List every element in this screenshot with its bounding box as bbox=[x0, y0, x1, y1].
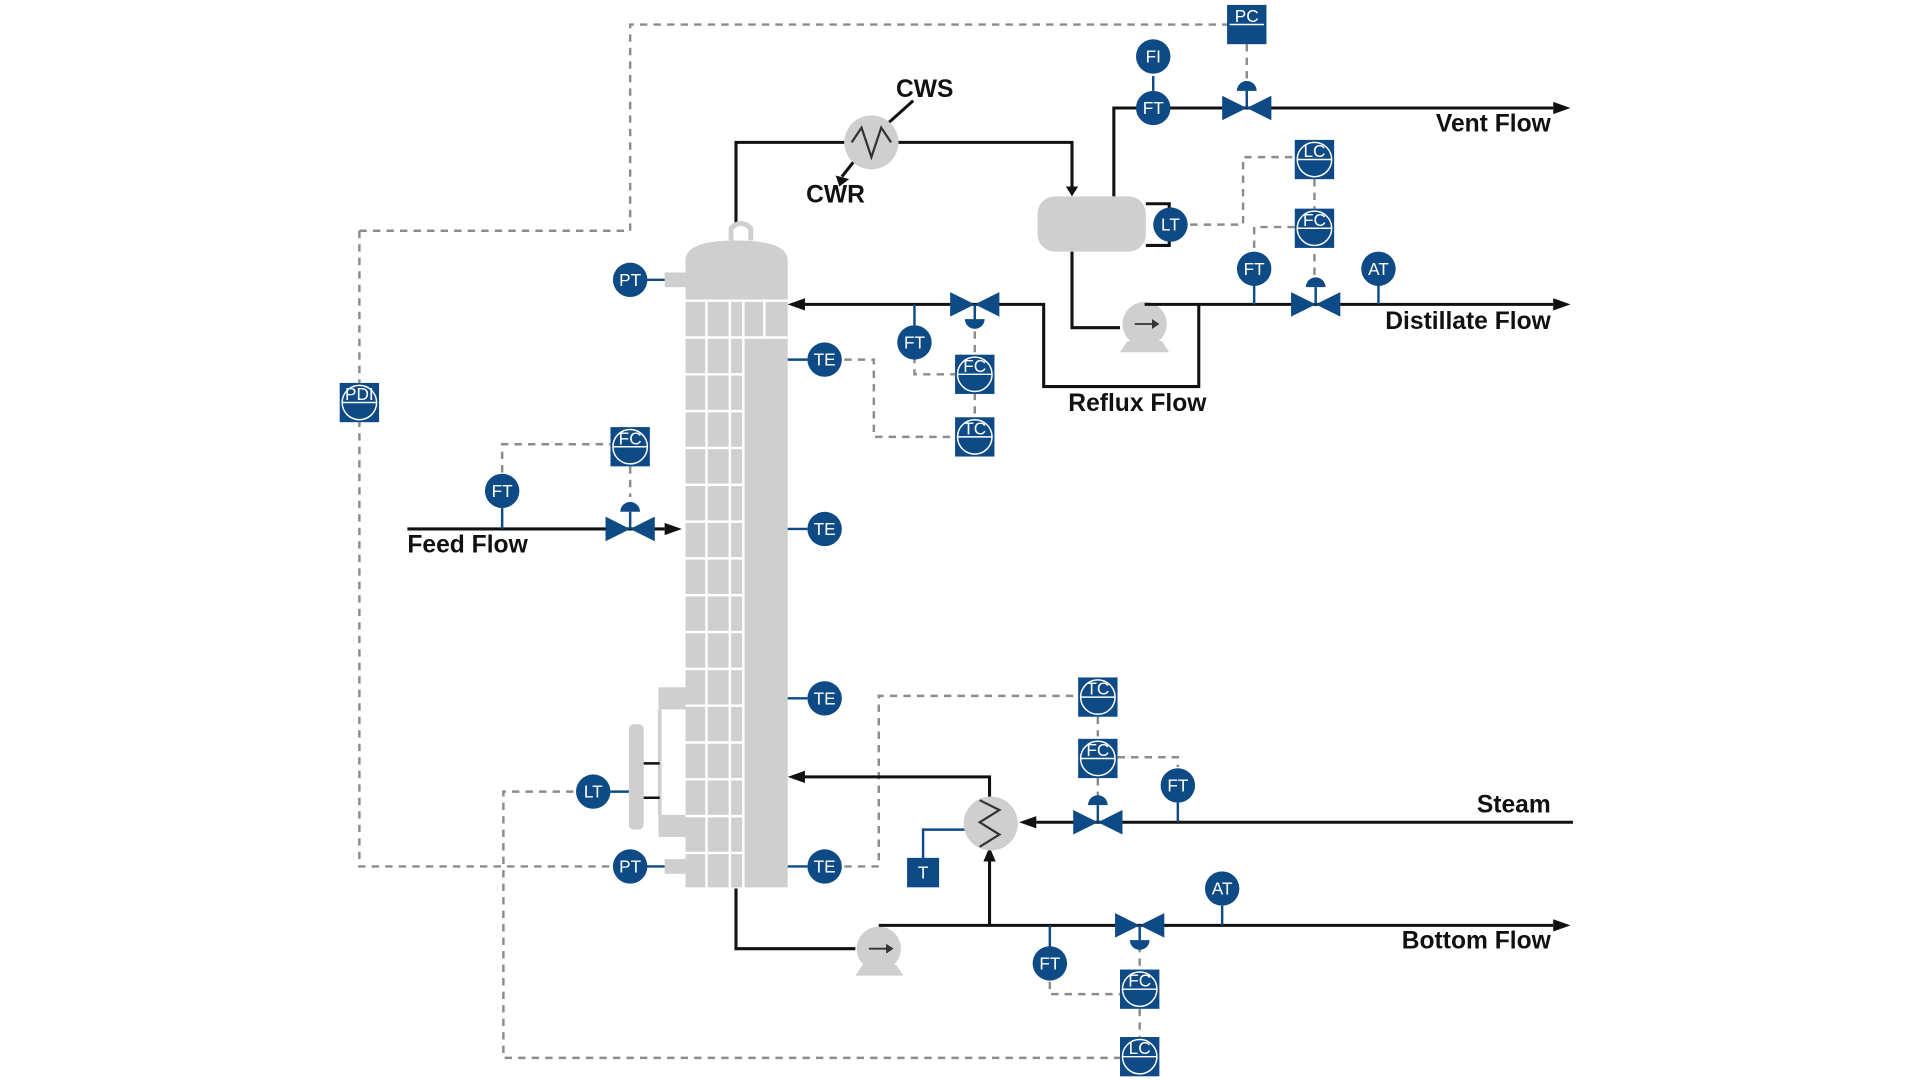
steam-label: Steam bbox=[1477, 791, 1551, 818]
pt-bottom-tag: PT bbox=[619, 857, 641, 877]
vent-flow-label: Vent Flow bbox=[1436, 110, 1552, 137]
control-valves bbox=[605, 81, 1341, 950]
lc-drum-tag: LC bbox=[1303, 141, 1325, 161]
feed-flow-label: Feed Flow bbox=[407, 531, 528, 558]
te-4-tag: TE bbox=[814, 857, 836, 877]
level-gauge bbox=[628, 687, 686, 837]
reflux-control-valve bbox=[950, 292, 1000, 329]
instruments: PC FI FT LC FC LT bbox=[339, 4, 1396, 1077]
tc-top-tag: TC bbox=[963, 418, 986, 438]
lc-bottom-controller[interactable]: LC bbox=[1120, 1037, 1160, 1077]
te-1-tag: TE bbox=[814, 350, 836, 370]
lt-bottom-transmitter[interactable]: LT bbox=[576, 774, 611, 809]
te-element-2[interactable]: TE bbox=[807, 511, 842, 547]
tc-bottom-tag: TC bbox=[1086, 679, 1109, 699]
reflux-drum bbox=[1037, 196, 1171, 252]
te-element-3[interactable]: TE bbox=[807, 681, 842, 716]
tc-top-controller[interactable]: TC bbox=[955, 417, 995, 457]
fc-reflux-controller[interactable]: FC bbox=[955, 354, 995, 394]
tc-bottom-controller[interactable]: TC bbox=[1078, 677, 1118, 717]
te-element-4[interactable]: TE bbox=[807, 849, 842, 884]
ft-bottom-transmitter[interactable]: FT bbox=[1032, 946, 1068, 981]
fc-steam-tag: FC bbox=[1086, 740, 1109, 760]
feed-control-valve bbox=[605, 501, 655, 542]
fc-distillate-controller[interactable]: FC bbox=[1294, 208, 1335, 248]
te-element-1[interactable]: TE bbox=[807, 342, 842, 377]
pc-controller[interactable]: PC bbox=[1227, 4, 1267, 45]
te-3-tag: TE bbox=[814, 688, 836, 708]
stream-labels: Vent Flow Distillate Flow Reflux Flow Fe… bbox=[407, 76, 1551, 955]
fi-indicator[interactable]: FI bbox=[1136, 39, 1171, 74]
at-distillate-analyzer[interactable]: AT bbox=[1361, 251, 1396, 286]
reboiler bbox=[963, 796, 1018, 851]
distillation-column bbox=[664, 220, 788, 888]
steam-control-valve bbox=[1073, 795, 1123, 835]
lc-bottom-tag: LC bbox=[1129, 1038, 1151, 1058]
column-trays bbox=[685, 299, 788, 888]
ft-steam-transmitter[interactable]: FT bbox=[1160, 768, 1196, 803]
fc-feed-controller[interactable]: FC bbox=[610, 427, 650, 467]
reflux-flow-label: Reflux Flow bbox=[1068, 390, 1207, 417]
fi-tag: FI bbox=[1146, 47, 1161, 67]
pt-top-tag: PT bbox=[619, 270, 641, 290]
pdi-indicator[interactable]: PDI bbox=[339, 382, 380, 423]
fc-steam-controller[interactable]: FC bbox=[1078, 738, 1118, 779]
bottom-flow-label: Bottom Flow bbox=[1402, 928, 1552, 955]
steam-trap[interactable]: T bbox=[907, 857, 940, 888]
distillate-flow-label: Distillate Flow bbox=[1385, 308, 1551, 335]
signal-lines bbox=[358, 23, 1316, 1060]
cws-label: CWS bbox=[896, 76, 953, 103]
pt-top-transmitter[interactable]: PT bbox=[612, 262, 648, 297]
lc-drum-controller[interactable]: LC bbox=[1294, 139, 1335, 180]
condenser bbox=[844, 115, 899, 170]
ft-vent-transmitter[interactable]: FT bbox=[1136, 90, 1171, 126]
cwr-label: CWR bbox=[806, 182, 865, 209]
ft-feed-transmitter[interactable]: FT bbox=[484, 473, 520, 509]
pc-tag: PC bbox=[1235, 6, 1259, 26]
ft-steam-tag: FT bbox=[1167, 776, 1189, 796]
at-bottom-tag: AT bbox=[1212, 879, 1233, 899]
lt-drum-transmitter[interactable]: LT bbox=[1153, 207, 1188, 242]
ft-vent-tag: FT bbox=[1143, 98, 1165, 118]
trap-tag: T bbox=[918, 863, 929, 883]
ft-distillate-tag: FT bbox=[1244, 259, 1266, 279]
fc-distillate-tag: FC bbox=[1303, 210, 1326, 230]
fc-feed-tag: FC bbox=[619, 428, 642, 448]
fc-reflux-tag: FC bbox=[963, 356, 986, 376]
bottoms-control-valve bbox=[1115, 913, 1165, 950]
pt-bottom-transmitter[interactable]: PT bbox=[612, 849, 648, 884]
ft-bottom-tag: FT bbox=[1039, 954, 1061, 974]
bottoms-pump bbox=[855, 923, 904, 976]
te-2-tag: TE bbox=[814, 519, 836, 539]
at-distillate-tag: AT bbox=[1368, 259, 1389, 279]
fc-bottom-tag: FC bbox=[1128, 971, 1151, 991]
fc-bottom-controller[interactable]: FC bbox=[1120, 969, 1160, 1009]
vent-control-valve bbox=[1222, 81, 1272, 121]
lt-drum-tag: LT bbox=[1161, 215, 1180, 235]
distillate-control-valve bbox=[1291, 277, 1341, 317]
equipment bbox=[628, 115, 1171, 976]
lt-bottom-tag: LT bbox=[584, 782, 603, 802]
at-bottom-analyzer[interactable]: AT bbox=[1204, 871, 1240, 906]
process-lines bbox=[407, 99, 1573, 951]
pdi-tag: PDI bbox=[345, 384, 374, 404]
reflux-pump bbox=[1120, 301, 1170, 353]
ft-reflux-tag: FT bbox=[904, 333, 926, 353]
ft-distillate-transmitter[interactable]: FT bbox=[1236, 251, 1272, 286]
ft-feed-tag: FT bbox=[492, 481, 514, 501]
instrument-taps bbox=[500, 76, 1380, 948]
ft-reflux-transmitter[interactable]: FT bbox=[897, 325, 932, 360]
